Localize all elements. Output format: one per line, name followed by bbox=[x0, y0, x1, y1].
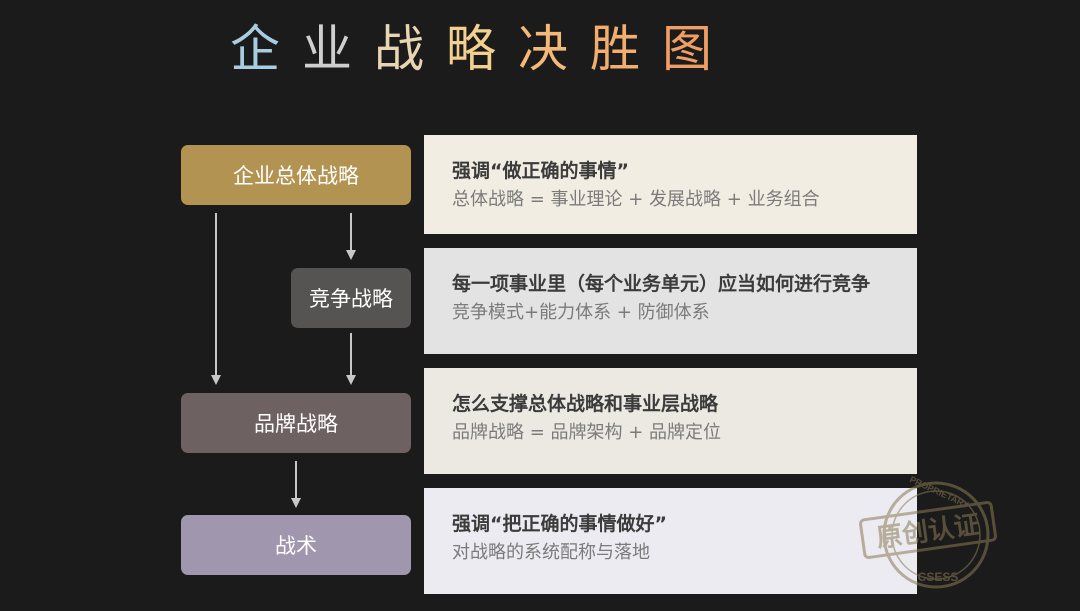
card-corporate-strategy: 强调“做正确的事情” 总体战略 = 事业理论 + 发展战略 + 业务组合 bbox=[424, 135, 917, 234]
title-char: 图 bbox=[662, 20, 734, 78]
card-tactics: 强调“把正确的事情做好” 对战略的系统配称与落地 bbox=[424, 488, 917, 594]
card-heading: 怎么支撑总体战略和事业层战略 bbox=[452, 393, 719, 415]
title-char: 胜 bbox=[590, 20, 662, 78]
title-char: 战 bbox=[374, 20, 446, 78]
node-corporate-strategy: 企业总体战略 bbox=[181, 145, 411, 205]
card-competitive-strategy: 每一项事业里（每个业务单元）应当如何进行竞争 竞争模式+能力体系 + 防御体系 bbox=[424, 248, 917, 354]
card-text: 竞争模式+能力体系 + 防御体系 bbox=[452, 302, 710, 323]
card-text: 对战略的系统配称与落地 bbox=[452, 542, 650, 563]
card-heading: 强调“把正确的事情做好” bbox=[452, 513, 667, 535]
card-heading: 每一项事业里（每个业务单元）应当如何进行竞争 bbox=[452, 273, 871, 295]
title-char: 略 bbox=[446, 20, 518, 78]
seal-bottom-text: CSESS bbox=[918, 570, 959, 584]
node-tactics: 战术 bbox=[181, 515, 411, 575]
title-char: 企 bbox=[230, 20, 302, 78]
title-char: 决 bbox=[518, 20, 590, 78]
card-heading: 强调“做正确的事情” bbox=[452, 160, 629, 182]
diagram-title: 企业战略决胜图 bbox=[230, 14, 790, 84]
card-text: 品牌战略 = 品牌架构 + 品牌定位 bbox=[452, 422, 722, 443]
proprietary-seal-watermark: PROPRIETARY 原创认证 CSESS bbox=[859, 475, 997, 589]
title-char: 业 bbox=[302, 20, 374, 78]
node-competitive-strategy: 竞争战略 bbox=[291, 268, 411, 328]
card-brand-strategy: 怎么支撑总体战略和事业层战略 品牌战略 = 品牌架构 + 品牌定位 bbox=[424, 368, 917, 474]
card-text: 总体战略 = 事业理论 + 发展战略 + 业务组合 bbox=[452, 189, 820, 210]
node-brand-strategy: 品牌战略 bbox=[181, 393, 411, 453]
